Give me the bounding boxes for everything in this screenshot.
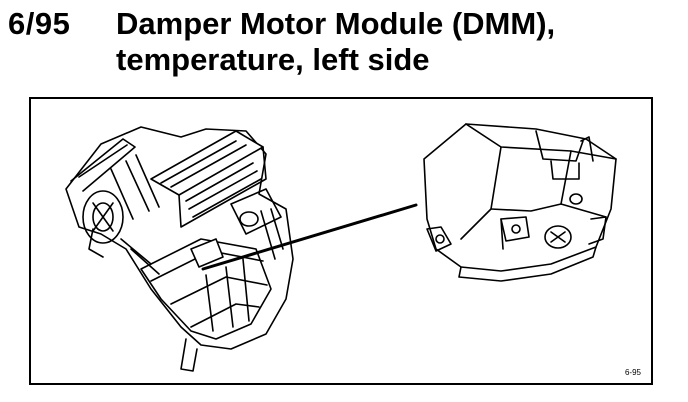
- title-line-1: Damper Motor Module (DMM),: [116, 6, 556, 41]
- title-line-2: temperature, left side: [116, 42, 430, 77]
- figure-number: 6/95: [8, 6, 71, 41]
- figure-reference-code: 6-95: [624, 368, 641, 377]
- hvac-housing-icon: [65, 126, 294, 372]
- illustration-frame: 6-95: [29, 97, 653, 385]
- damper-motor-module-icon: [423, 123, 617, 282]
- page-title: Damper Motor Module (DMM), temperature, …: [116, 6, 555, 78]
- illustration-drawing: [65, 123, 617, 372]
- page-header: 6/95 Damper Motor Module (DMM), temperat…: [0, 0, 688, 86]
